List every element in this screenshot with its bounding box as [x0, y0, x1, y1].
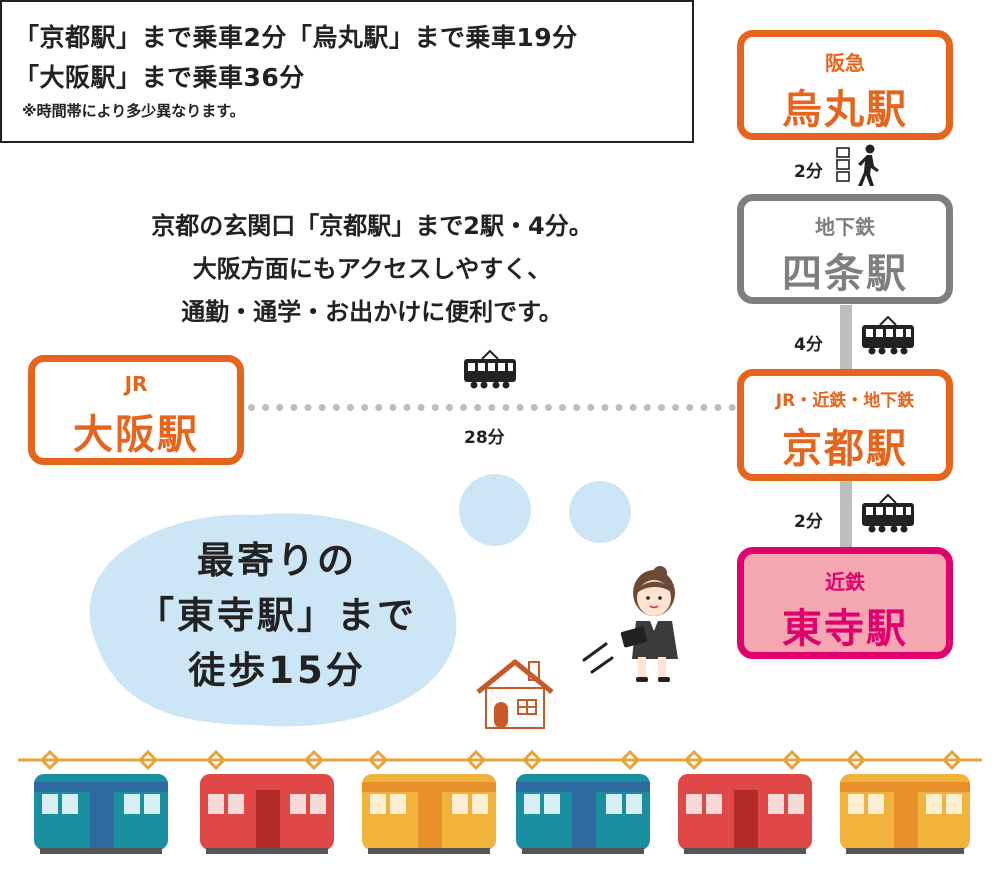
description-line-2: 大阪方面にもアクセスしやすく、 — [192, 255, 552, 283]
station-kyoto-name: 京都駅 — [782, 426, 908, 472]
station-kyoto-line: JR・近鉄・地下鉄 — [775, 391, 915, 411]
station-shijo-name: 四条駅 — [782, 251, 908, 297]
train-car-teal-2 — [516, 749, 650, 854]
description-line-3: 通勤・通学・お出かけに便利です。 — [181, 298, 563, 326]
duration-kyoto-toji: 2分 — [794, 512, 823, 532]
office-woman-illustration — [620, 566, 678, 682]
station-kyoto: JR・近鉄・地下鉄 京都駅 — [737, 369, 953, 481]
station-karasuma-line: 阪急 — [825, 51, 865, 75]
info-line-1: 「京都駅」まで乗車2分「烏丸駅」まで乗車19分 — [14, 23, 578, 52]
train-car-yellow — [362, 749, 496, 854]
station-toji-name: 東寺駅 — [782, 606, 908, 652]
bubble-line-3: 徒歩15分 — [188, 649, 366, 692]
bubble-line-2: 「東寺駅」まで — [137, 594, 417, 637]
route-line-osaka-kyoto — [248, 404, 736, 411]
train-icon — [862, 316, 914, 355]
access-info-box: 「京都駅」まで乗車2分「烏丸駅」まで乗車19分 「大阪駅」まで乗車36分 ※時間… — [0, 0, 694, 143]
train-car-red — [200, 749, 334, 854]
motion-lines-icon — [582, 642, 614, 674]
station-toji: 近鉄 東寺駅 — [737, 547, 953, 659]
station-shijo-line: 地下鉄 — [815, 215, 875, 239]
description-line-1: 京都の玄関口「京都駅」まで2駅・4分。 — [151, 212, 593, 240]
station-osaka: JR 大阪駅 — [28, 355, 244, 465]
station-karasuma-name: 烏丸駅 — [782, 87, 908, 133]
house-icon — [476, 659, 554, 729]
route-line-shijo-kyoto — [840, 305, 852, 370]
station-toji-line: 近鉄 — [825, 570, 865, 594]
station-osaka-name: 大阪駅 — [73, 412, 199, 458]
duration-osaka-kyoto: 28分 — [464, 428, 505, 448]
station-shijo: 地下鉄 四条駅 — [737, 194, 953, 304]
info-line-2: 「大阪駅」まで乗車36分 — [14, 63, 305, 92]
train-car-teal — [34, 749, 168, 854]
train-icon — [464, 350, 516, 389]
trains-row — [18, 749, 982, 854]
thought-bubble — [89, 474, 631, 727]
train-car-red-2 — [678, 749, 812, 854]
station-karasuma: 阪急 烏丸駅 — [737, 30, 953, 140]
info-note: ※時間帯により多少異なります。 — [22, 102, 245, 120]
route-line-kyoto-toji — [840, 480, 852, 548]
duration-shijo-kyoto: 4分 — [794, 335, 823, 355]
duration-karasuma-shijo: 2分 — [794, 162, 823, 182]
walking-person-icon — [836, 144, 879, 186]
station-osaka-line: JR — [124, 372, 148, 396]
bubble-line-1: 最寄りの — [197, 539, 357, 582]
train-icon — [862, 494, 914, 533]
train-car-yellow-2 — [840, 749, 970, 854]
